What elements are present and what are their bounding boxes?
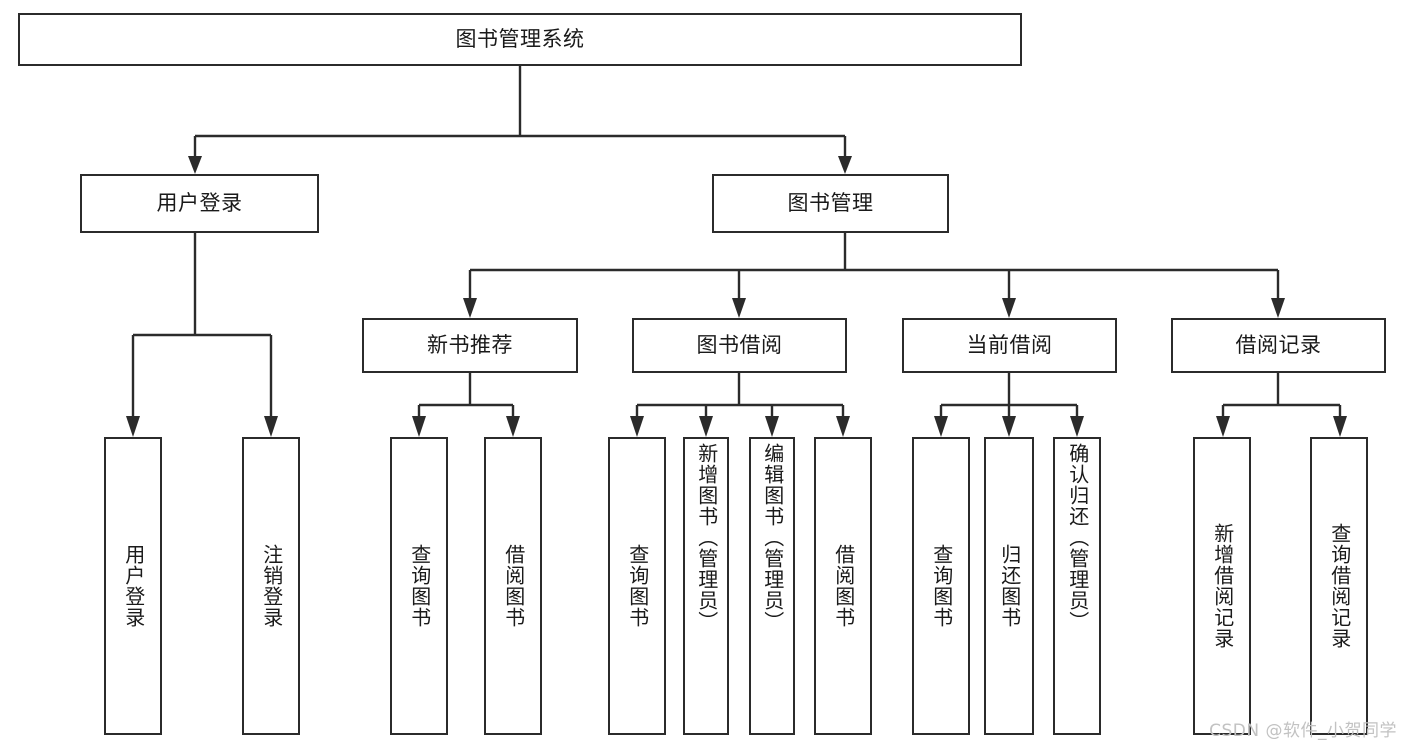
arrow-to-borrow-record xyxy=(1271,298,1285,318)
node-leaf-add-borrow-record-label: 新增借阅记录 xyxy=(1210,523,1235,649)
node-root[interactable]: 图书管理系统 xyxy=(18,13,1022,66)
node-leaf-borrow-book[interactable]: 借阅图书 xyxy=(814,437,872,735)
node-leaf-user-login[interactable]: 用户登录 xyxy=(104,437,162,735)
node-borrow-record-label: 借阅记录 xyxy=(1235,333,1322,358)
node-new-book-recommend[interactable]: 新书推荐 xyxy=(362,318,578,373)
arrow-book-borrow-l2 xyxy=(699,416,713,437)
arrow-user-login-l2 xyxy=(264,416,278,437)
node-leaf-query-book-borrow[interactable]: 查询图书 xyxy=(608,437,666,735)
node-book-management-label: 图书管理 xyxy=(787,191,874,216)
arrow-to-current-borrow xyxy=(1002,298,1016,318)
node-leaf-logout-label: 注销登录 xyxy=(259,544,284,628)
node-leaf-query-borrow-record-label: 查询借阅记录 xyxy=(1327,523,1352,649)
node-book-management[interactable]: 图书管理 xyxy=(712,174,949,233)
node-leaf-query-book-new-label: 查询图书 xyxy=(407,544,432,628)
arrow-book-borrow-l4 xyxy=(836,416,850,437)
node-leaf-borrow-book-new[interactable]: 借阅图书 xyxy=(484,437,542,735)
arrow-borrow-record-l2 xyxy=(1333,416,1347,437)
node-leaf-edit-book-admin[interactable]: 编辑图书（管理员） xyxy=(749,437,795,735)
node-book-borrow[interactable]: 图书借阅 xyxy=(632,318,847,373)
node-book-borrow-label: 图书借阅 xyxy=(696,333,783,358)
node-current-borrow-label: 当前借阅 xyxy=(966,333,1053,358)
arrow-current-borrow-l1 xyxy=(934,416,948,437)
node-leaf-add-book-admin-label: 新增图书（管理员） xyxy=(694,443,719,632)
csdn-watermark: CSDN @软件_小贺同学 xyxy=(1209,721,1397,741)
node-leaf-user-login-label: 用户登录 xyxy=(121,544,146,628)
arrow-borrow-record-l1 xyxy=(1216,416,1230,437)
arrow-book-borrow-l1 xyxy=(630,416,644,437)
node-leaf-query-book-new[interactable]: 查询图书 xyxy=(390,437,448,735)
node-leaf-add-book-admin[interactable]: 新增图书（管理员） xyxy=(683,437,729,735)
node-user-login[interactable]: 用户登录 xyxy=(80,174,319,233)
arrow-current-borrow-l3 xyxy=(1070,416,1084,437)
arrow-current-borrow-l2 xyxy=(1002,416,1016,437)
node-leaf-query-book-current[interactable]: 查询图书 xyxy=(912,437,970,735)
node-leaf-logout[interactable]: 注销登录 xyxy=(242,437,300,735)
node-current-borrow[interactable]: 当前借阅 xyxy=(902,318,1117,373)
node-new-book-recommend-label: 新书推荐 xyxy=(427,333,513,358)
arrow-to-new-book xyxy=(463,298,477,318)
node-leaf-query-book-borrow-label: 查询图书 xyxy=(625,544,650,628)
arrow-new-book-l1 xyxy=(412,416,426,437)
node-user-login-label: 用户登录 xyxy=(156,191,243,216)
node-leaf-borrow-book-new-label: 借阅图书 xyxy=(501,544,526,628)
node-leaf-return-book[interactable]: 归还图书 xyxy=(984,437,1034,735)
node-root-label: 图书管理系统 xyxy=(455,27,585,52)
node-leaf-add-borrow-record[interactable]: 新增借阅记录 xyxy=(1193,437,1251,735)
node-leaf-edit-book-admin-label: 编辑图书（管理员） xyxy=(760,443,785,632)
arrow-new-book-l2 xyxy=(506,416,520,437)
node-leaf-confirm-return-admin-label: 确认归还（管理员） xyxy=(1065,443,1090,632)
node-borrow-record[interactable]: 借阅记录 xyxy=(1171,318,1386,373)
arrow-to-user-login xyxy=(188,156,202,174)
arrow-user-login-l1 xyxy=(126,416,140,437)
node-leaf-query-book-current-label: 查询图书 xyxy=(929,544,954,628)
arrow-book-borrow-l3 xyxy=(765,416,779,437)
arrow-to-book-borrow xyxy=(732,298,746,318)
node-leaf-borrow-book-label: 借阅图书 xyxy=(831,544,856,628)
node-leaf-query-borrow-record[interactable]: 查询借阅记录 xyxy=(1310,437,1368,735)
arrow-to-book-mgmt xyxy=(838,156,852,174)
node-leaf-return-book-label: 归还图书 xyxy=(997,544,1022,628)
node-leaf-confirm-return-admin[interactable]: 确认归还（管理员） xyxy=(1053,437,1101,735)
